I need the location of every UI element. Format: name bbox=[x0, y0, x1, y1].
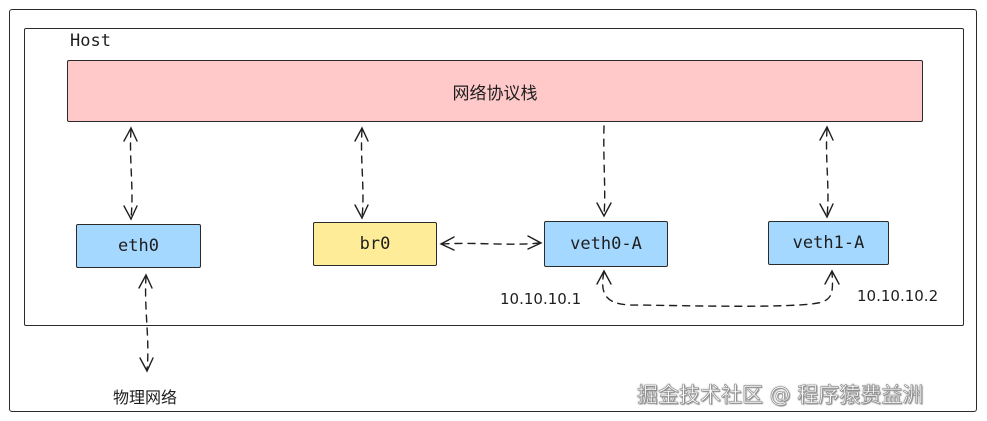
watermark: 掘金技术社区 @ 程序猿费益洲 bbox=[637, 383, 924, 408]
network-protocol-stack-label: 网络协议栈 bbox=[452, 83, 538, 104]
eth0-label: eth0 bbox=[118, 236, 159, 256]
br0-label: br0 bbox=[359, 234, 391, 254]
veth0-a-label: veth0-A bbox=[570, 234, 642, 254]
veth1-a-label: veth1-A bbox=[792, 233, 865, 253]
network-protocol-stack: 网络协议栈 bbox=[67, 60, 923, 122]
physical-network-label: 物理网络 bbox=[113, 388, 178, 407]
veth1-a-interface: veth1-A bbox=[768, 221, 889, 265]
host-label: Host bbox=[70, 31, 111, 51]
veth1-a-ip: 10.10.10.2 bbox=[857, 287, 939, 305]
veth0-a-interface: veth0-A bbox=[544, 221, 668, 267]
veth0-a-ip: 10.10.10.1 bbox=[500, 290, 582, 308]
host-container bbox=[24, 28, 964, 326]
br0-bridge: br0 bbox=[313, 222, 437, 266]
outer-frame bbox=[9, 9, 977, 412]
eth0-interface: eth0 bbox=[76, 224, 201, 268]
